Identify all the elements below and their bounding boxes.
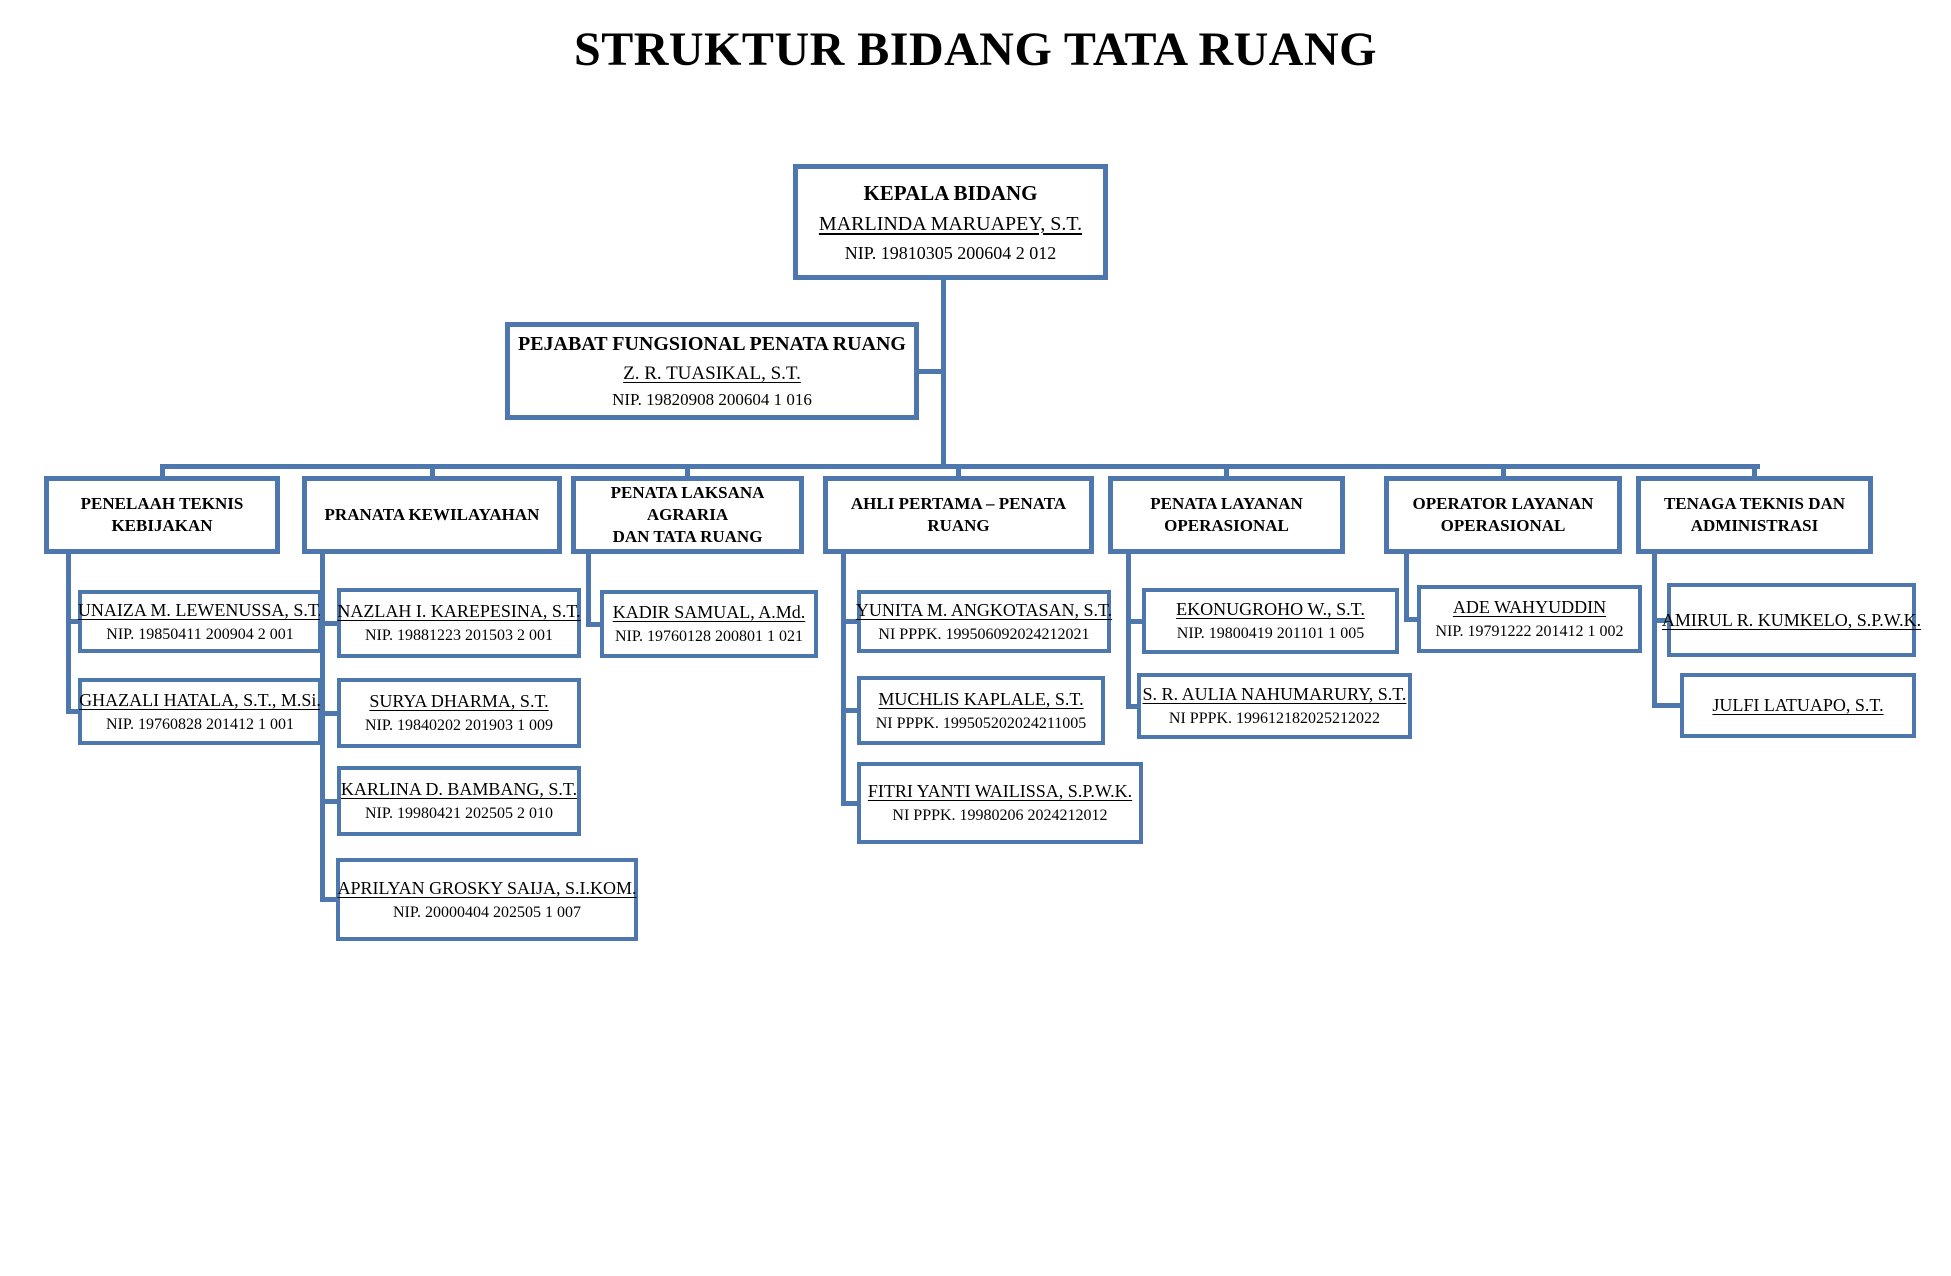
connector-column-vertical [1404, 549, 1409, 622]
member-box: S. R. AULIA NAHUMARURY, S.T. NI PPPK. 199… [1137, 673, 1412, 739]
connector-column-vertical [1126, 549, 1131, 709]
unit-header-4: AHLI PERTAMA – PENATA RUANG [823, 476, 1094, 554]
person-name: KADIR SAMUAL, A.Md. [612, 602, 806, 622]
person-name: Z. R. TUASIKAL, S.T. [623, 362, 801, 384]
connector-header-stub [956, 464, 961, 482]
pejabat-fungsional-box: PEJABAT FUNGSIONAL PENATA RUANG Z. R. TU… [505, 322, 919, 420]
person-nip: NIP. 19810305 200604 2 012 [844, 242, 1057, 263]
person-name: S. R. AULIA NAHUMARURY, S.T. [1142, 684, 1407, 704]
person-nip: NI PPPK. 199505202024211005 [875, 714, 1087, 732]
person-name: FITRI YANTI WAILISSA, S.P.W.K. [867, 781, 1133, 801]
person-name: SURYA DHARMA, S.T. [369, 691, 549, 711]
connector-member-stub [841, 619, 861, 624]
person-name: UNAIZA M. LEWENUSSA, S.T. [77, 599, 323, 620]
connector-member-stub [841, 708, 861, 713]
person-nip: NIP. 19820908 200604 1 016 [612, 389, 812, 409]
person-name: ADE WAHYUDDIN [1452, 597, 1607, 617]
connector-member-stub [320, 799, 341, 804]
connector-member-stub [66, 619, 82, 624]
connector-member-stub [1652, 703, 1684, 708]
member-box: KADIR SAMUAL, A.Md. NIP. 19760128 200801 … [600, 590, 818, 658]
member-box: NAZLAH I. KAREPESINA, S.T. NIP. 19881223 … [337, 588, 581, 658]
member-box: EKONUGROHO W., S.T. NIP. 19800419 201101 … [1142, 588, 1399, 654]
person-nip: NI PPPK. 199506092024212021 [878, 625, 1090, 643]
connector-member-stub [1652, 618, 1671, 623]
person-nip: NIP. 19791222 201412 1 002 [1435, 623, 1624, 640]
person-name: AMIRUL R. KUMKELO, S.P.W.K. [1661, 609, 1922, 630]
connector-header-stub [430, 464, 435, 482]
connector-member-stub [320, 621, 341, 626]
unit-header-7: TENAGA TEKNIS DAN ADMINISTRASI [1636, 476, 1873, 554]
person-nip: NI PPPK. 19980206 2024212012 [892, 807, 1108, 824]
person-name: YUNITA M. ANGKOTASAN, S.T. [855, 599, 1113, 620]
connector-member-stub [320, 897, 340, 902]
connector-column-vertical [66, 549, 71, 714]
unit-header-3: PENATA LAKSANA AGRARIA DAN TATA RUANG [571, 476, 804, 554]
person-nip: NIP. 19850411 200904 2 001 [106, 625, 294, 643]
unit-header-2: PRANATA KEWILAYAHAN [302, 476, 562, 554]
connector-member-stub [1126, 704, 1141, 709]
connector-header-stub [1501, 464, 1506, 482]
connector-kepala-vertical [941, 276, 946, 469]
connector-header-stub [160, 464, 165, 482]
connector-member-stub [841, 801, 861, 806]
connector-member-stub [320, 711, 341, 716]
position-title: KEPALA BIDANG [863, 180, 1038, 205]
member-box: ADE WAHYUDDIN NIP. 19791222 201412 1 002 [1417, 585, 1642, 653]
connector-header-stub [1752, 464, 1757, 482]
person-nip: NIP. 19800419 201101 1 005 [1176, 625, 1365, 642]
member-box: YUNITA M. ANGKOTASAN, S.T. NI PPPK. 19950… [855, 590, 1113, 653]
position-title: PEJABAT FUNGSIONAL PENATA RUANG [517, 332, 906, 355]
member-box: SURYA DHARMA, S.T. NIP. 19840202 201903 1… [337, 678, 581, 748]
connector-member-stub [66, 709, 82, 714]
person-name: MARLINDA MARUAPEY, S.T. [818, 212, 1083, 235]
kepala-bidang-box: KEPALA BIDANG MARLINDA MARUAPEY, S.T. NI… [793, 164, 1108, 280]
unit-header-1: PENELAAH TEKNIS KEBIJAKAN [44, 476, 280, 554]
person-nip: NI PPPK. 199612182025212022 [1168, 710, 1381, 727]
member-box: AMIRUL R. KUMKELO, S.P.W.K. [1662, 583, 1921, 657]
person-nip: NIP. 19760828 201412 1 001 [105, 715, 294, 733]
member-box: JULFI LATUAPO, S.T. [1680, 673, 1916, 738]
connector-member-stub [1404, 617, 1421, 622]
connector-member-stub [586, 622, 604, 627]
member-box: KARLINA D. BAMBANG, S.T. NIP. 19980421 20… [337, 766, 581, 836]
person-nip: NIP. 19840202 201903 1 009 [364, 717, 553, 734]
connector-column-vertical [586, 549, 591, 627]
person-nip: NIP. 19760128 200801 1 021 [614, 628, 803, 645]
person-nip: NIP. 19881223 201503 2 001 [364, 627, 553, 644]
member-box: MUCHLIS KAPLALE, S.T. NI PPPK. 1995052020… [857, 676, 1105, 745]
person-name: GHAZALI HATALA, S.T., M.Si. [79, 689, 321, 710]
unit-header-5: PENATA LAYANAN OPERASIONAL [1108, 476, 1345, 554]
person-nip: NIP. 19980421 202505 2 010 [364, 805, 553, 822]
person-nip: NIP. 20000404 202505 1 007 [392, 903, 581, 921]
member-box: GHAZALI HATALA, S.T., M.Si. NIP. 19760828… [78, 678, 322, 745]
person-name: NAZLAH I. KAREPESINA, S.T. [337, 601, 581, 621]
member-box: FITRI YANTI WAILISSA, S.P.W.K. NI PPPK. 1… [857, 762, 1143, 844]
member-box: APRILYAN GROSKY SAIJA, S.I.KOM. NIP. 2000… [336, 858, 638, 941]
person-name: JULFI LATUAPO, S.T. [1712, 695, 1884, 715]
connector-column-vertical [320, 549, 325, 902]
connector-header-stub [685, 464, 690, 482]
connector-column-vertical [841, 549, 846, 806]
connector-member-stub [1126, 619, 1146, 624]
person-name: MUCHLIS KAPLALE, S.T. [878, 688, 1084, 709]
person-name: EKONUGROHO W., S.T. [1176, 599, 1365, 619]
unit-header-6: OPERATOR LAYANAN OPERASIONAL [1384, 476, 1622, 554]
chart-title: STRUKTUR BIDANG TATA RUANG [574, 23, 1377, 76]
person-name: APRILYAN GROSKY SAIJA, S.I.KOM. [337, 877, 637, 898]
person-name: KARLINA D. BAMBANG, S.T. [340, 779, 578, 799]
connector-column-vertical [1652, 549, 1657, 708]
member-box: UNAIZA M. LEWENUSSA, S.T. NIP. 19850411 2… [78, 590, 322, 653]
connector-pejabat-stub [915, 369, 942, 374]
connector-header-stub [1224, 464, 1229, 482]
